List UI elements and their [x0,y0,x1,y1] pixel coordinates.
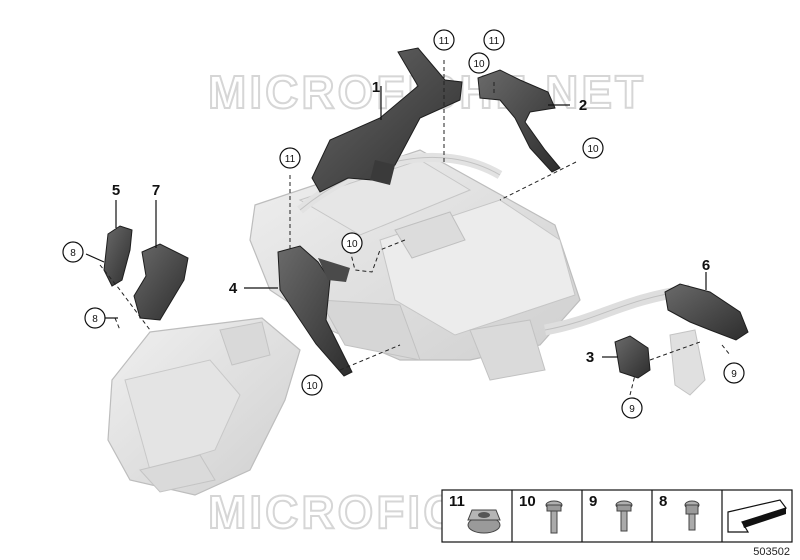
legend-number-8: 8 [659,493,667,510]
callout-9-a: 9 [629,404,635,415]
direction-arrow-icon [727,499,787,533]
callout-8-a: 8 [70,248,76,259]
part-4-bracket [277,245,353,377]
callout-7: 7 [152,182,160,199]
callout-10-c: 10 [346,239,358,250]
part-6-cover [664,283,749,341]
leader-lines [85,86,707,358]
document-number: 503502 [753,546,790,558]
callout-1: 1 [372,79,380,96]
legend-number-9: 9 [589,493,597,510]
screw-icon [684,500,700,531]
circled-callouts [62,29,745,419]
flange-nut-icon [467,509,501,534]
callout-2: 2 [579,97,587,114]
callout-10-b: 10 [587,144,599,155]
power-electronics-unit [249,149,706,396]
screw-icon [615,500,633,532]
callout-4: 4 [229,280,238,297]
motor-housing [107,317,301,496]
callout-10-a: 10 [473,59,485,70]
legend-number-11: 11 [449,493,465,510]
callout-11-c: 11 [285,154,296,165]
legend-number-10: 10 [519,493,536,510]
callout-11-a: 11 [439,36,450,47]
part-1-bracket [311,47,463,193]
callout-11-b: 11 [489,36,500,47]
callout-10-d: 10 [306,381,318,392]
callout-5: 5 [112,182,120,199]
callout-9-b: 9 [731,369,737,380]
part-2-bracket [477,69,561,173]
callout-8-b: 8 [92,314,98,325]
callout-6: 6 [702,257,710,274]
part-7-bracket [133,243,189,321]
guide-lines [99,60,731,396]
part-5-bracket [103,225,133,287]
callout-3: 3 [586,349,594,366]
part-3-clip [614,335,651,379]
fastener-legend: 11 10 9 8 [441,489,793,543]
screw-icon [545,500,563,534]
